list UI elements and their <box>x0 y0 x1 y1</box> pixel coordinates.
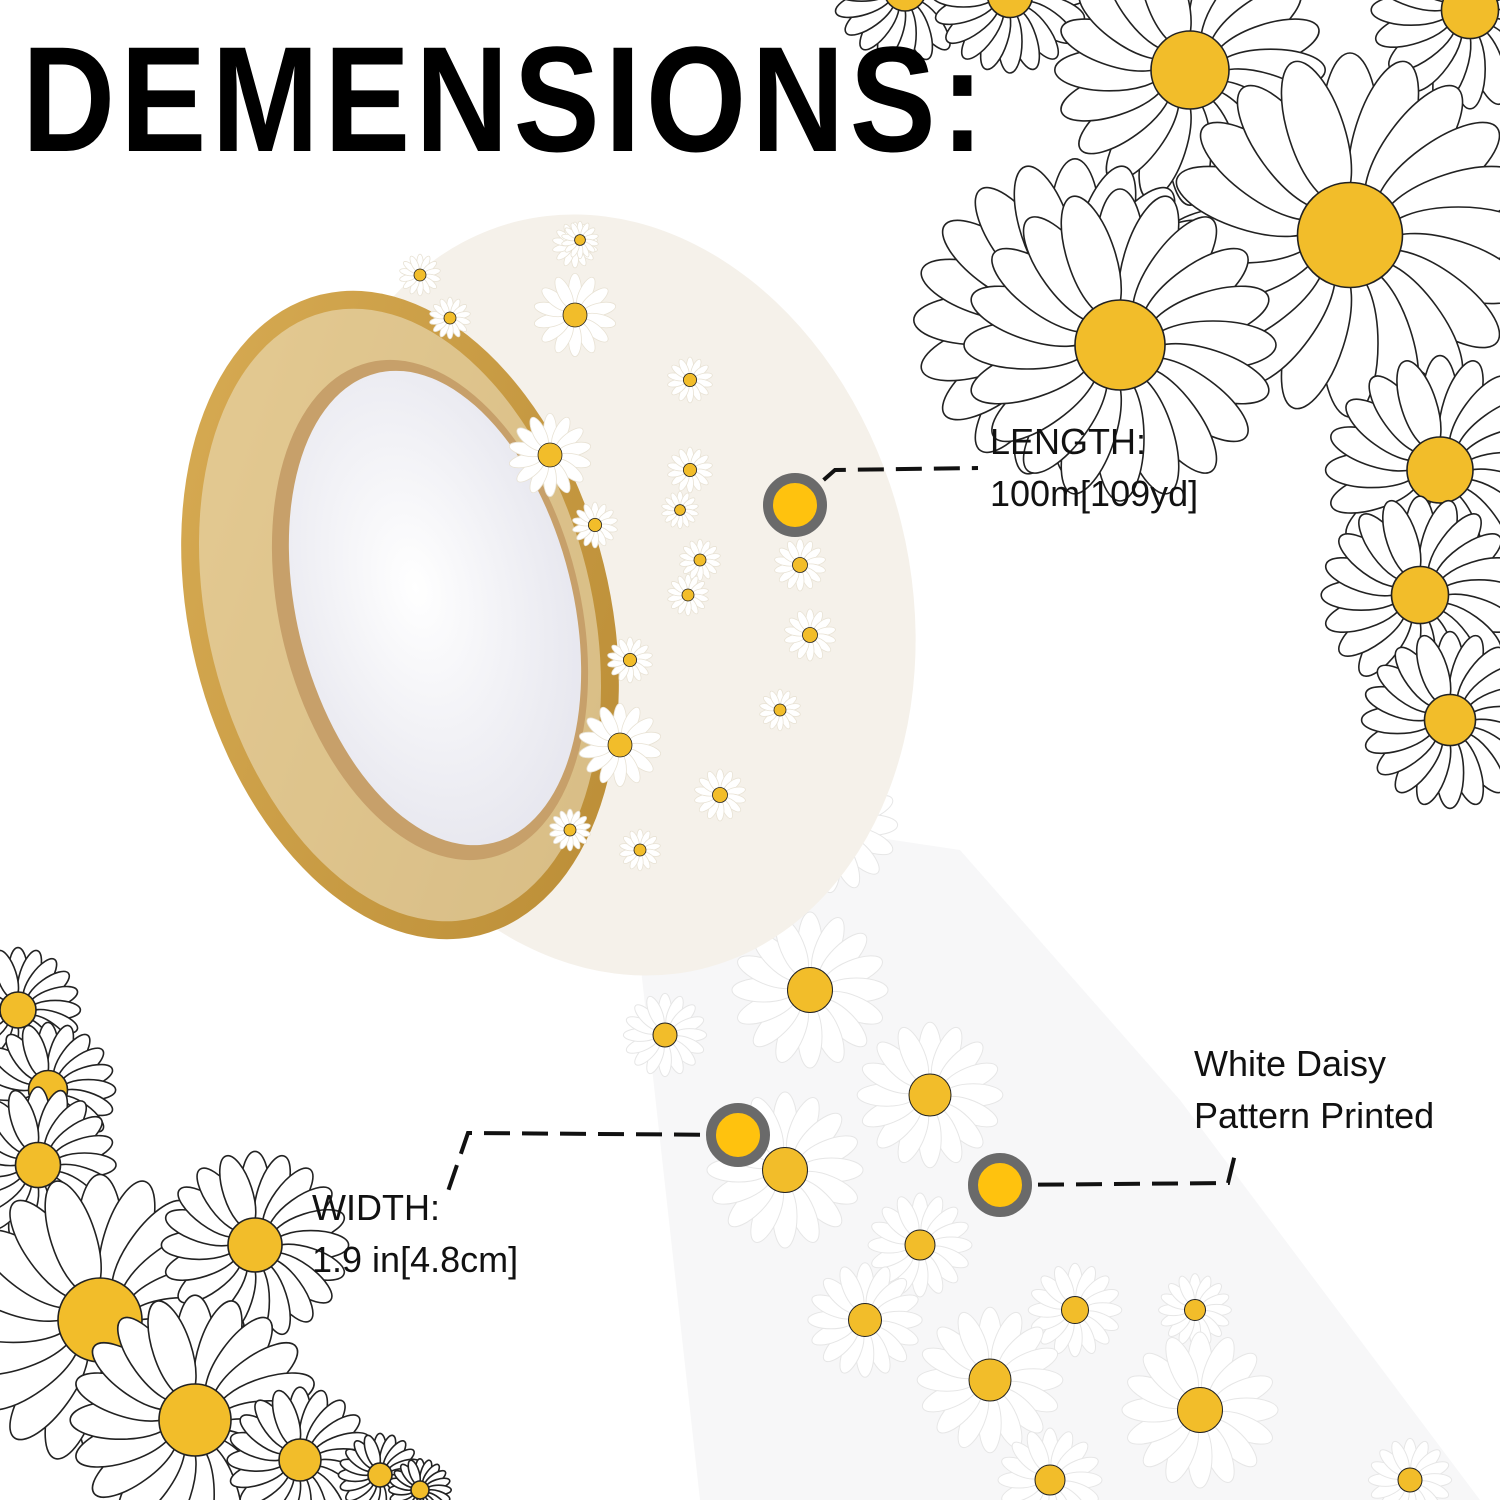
length-callout: LENGTH: 100m[109yd] <box>990 416 1198 520</box>
daisy-icon <box>549 808 591 852</box>
daisy-icon <box>1360 630 1500 810</box>
daisy-icon <box>731 911 889 1069</box>
daisy-icon <box>561 220 599 260</box>
width-label: WIDTH: <box>312 1187 440 1228</box>
daisy-icon <box>160 1150 350 1340</box>
daisy-icon <box>916 1306 1064 1454</box>
pattern-callout-dot <box>968 1153 1032 1217</box>
daisy-icon <box>1121 1331 1279 1489</box>
daisy-icon <box>1370 0 1500 110</box>
daisy-icon <box>667 446 713 494</box>
tape-strip-daisy-pattern <box>617 756 1453 1500</box>
daisy-icon <box>807 1262 923 1378</box>
daisy-icon <box>1367 1437 1453 1500</box>
tape-roll <box>181 214 916 976</box>
daisy-icon <box>429 296 471 340</box>
daisy-icon <box>667 356 713 404</box>
daisy-icon <box>831 0 979 64</box>
daisy-icon <box>572 501 618 549</box>
pattern-leader-line <box>999 1149 1238 1187</box>
width-leader-line <box>443 1130 739 1201</box>
page-title: DEMENSIONS: <box>22 15 990 183</box>
daisy-icon <box>759 688 801 732</box>
pattern-callout: White Daisy Pattern Printed <box>1194 1038 1434 1142</box>
callout-dots <box>706 473 1032 1217</box>
pattern-label-line2: Pattern Printed <box>1194 1095 1435 1136</box>
daisy-icon <box>963 188 1277 502</box>
width-callout: WIDTH: 1.9 in[4.8cm] <box>312 1182 518 1286</box>
daisy-icon <box>856 1021 1004 1169</box>
daisy-icon <box>679 538 721 582</box>
daisy-icon <box>399 253 441 297</box>
daisy-icon <box>667 573 709 617</box>
daisy-icon <box>867 1192 973 1298</box>
length-value: 100m[109yd] <box>990 473 1199 514</box>
daisy-icon <box>694 768 746 822</box>
daisy-icon <box>1158 1273 1232 1347</box>
daisy-icon <box>774 538 826 592</box>
length-label: LENGTH: <box>990 421 1147 462</box>
daisy-icon <box>226 1386 374 1500</box>
pattern-label-line1: White Daisy <box>1194 1043 1387 1084</box>
daisy-icon <box>508 413 592 497</box>
daisy-icon <box>619 828 661 872</box>
width-value: 1.9 in[4.8cm] <box>312 1239 519 1280</box>
daisy-icon <box>622 992 708 1078</box>
width-callout-dot <box>706 1103 770 1167</box>
daisy-icon <box>661 490 699 530</box>
daisy-icon <box>607 636 653 684</box>
length-callout-dot <box>763 473 827 537</box>
daisy-icon <box>578 703 662 787</box>
daisy-icon <box>784 608 836 662</box>
tape-strip <box>617 756 1480 1500</box>
daisy-icon <box>1027 1262 1123 1358</box>
tape-roll-daisy-pattern <box>399 220 836 872</box>
daisy-icon <box>997 1427 1103 1500</box>
daisy-icon <box>533 273 617 357</box>
daisy-icon <box>931 0 1089 74</box>
